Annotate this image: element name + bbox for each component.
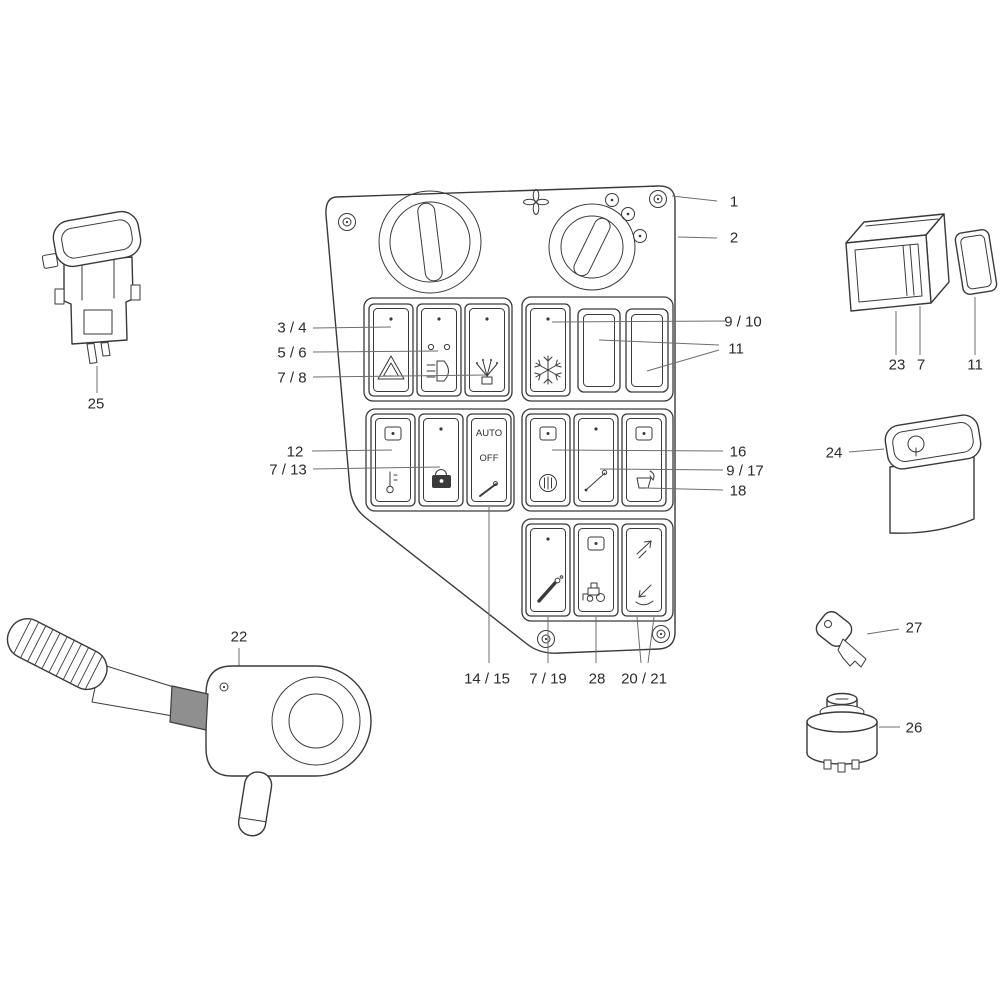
leader-line — [671, 195, 718, 202]
leader-line — [647, 616, 655, 664]
part-keyed-switch — [884, 414, 982, 534]
blank-switch-cover — [625, 308, 669, 393]
callout-label-5-6: 5 / 6 — [277, 344, 307, 362]
callout-label-7-19: 7 / 19 — [529, 670, 567, 688]
column-stub — [237, 771, 273, 837]
part-key — [815, 611, 867, 668]
lower-arrow-icon — [635, 584, 654, 606]
stalk-grip — [6, 618, 108, 691]
callout-label-7-13: 7 / 13 — [269, 461, 307, 479]
heater-icon — [539, 474, 557, 492]
leader-line — [636, 616, 642, 664]
terminal-pin — [823, 759, 832, 770]
callout-label-28: 28 — [588, 670, 606, 688]
callout-label-7-8: 7 / 8 — [277, 369, 307, 387]
callout-label-25: 25 — [87, 395, 105, 413]
rocker-switch-worklight — [465, 304, 509, 396]
leader-line — [677, 236, 718, 239]
callout-label-1: 1 — [729, 193, 739, 211]
rotary-knob-right — [548, 203, 636, 291]
raise-arrow-icon — [636, 540, 652, 559]
headlight-icon — [426, 343, 451, 382]
callout-label-24: 24 — [825, 444, 843, 462]
callout-label-22: 22 — [230, 628, 248, 646]
leader-line — [866, 628, 900, 635]
callout-label-20-21: 20 / 21 — [621, 670, 667, 688]
rocker-switch-lock — [419, 414, 463, 506]
rubber-boot — [169, 685, 209, 731]
rocker-switch-hazard — [369, 304, 413, 396]
callout-label-23: 23 — [888, 356, 906, 374]
window-icon — [384, 426, 402, 441]
rocker-switch-tilt — [621, 413, 667, 507]
rocker-switch-glow — [526, 524, 570, 616]
leader-line — [645, 487, 724, 491]
leader-lines — [96, 195, 976, 728]
callout-label-12: 12 — [286, 443, 304, 461]
callout-label-11r: 11 — [967, 356, 983, 374]
terminal-pin — [100, 342, 111, 357]
knob-setting-icons — [605, 193, 647, 243]
terminal-pin — [851, 759, 860, 770]
switch-block-bottom-right — [521, 518, 674, 622]
window-icon — [539, 426, 557, 441]
callout-label-16: 16 — [729, 443, 747, 461]
part-blank-plate — [954, 229, 998, 295]
tractor-icon — [582, 582, 605, 602]
leader-line — [646, 349, 720, 372]
switch-text-off: OFF — [480, 453, 499, 464]
glow-plug-icon — [537, 575, 564, 603]
leader-line — [551, 320, 726, 323]
window-icon — [635, 426, 653, 441]
rocker-switch-heater — [525, 413, 571, 507]
blank-switch-cover — [577, 308, 621, 393]
leader-line — [312, 350, 439, 353]
leader-line — [848, 448, 885, 453]
leader-line — [311, 449, 393, 452]
leader-line — [312, 326, 392, 329]
switch-block-middle-right — [521, 408, 674, 512]
lock-icon — [432, 469, 451, 488]
rotary-knob-left — [378, 190, 482, 294]
rocker-switch-tractor — [573, 523, 619, 617]
switch-block-middle-left: AUTO OFF — [365, 408, 515, 512]
switch-text-auto: AUTO — [476, 428, 502, 439]
part-housing-bezel — [845, 213, 950, 312]
leader-line — [598, 339, 720, 346]
callout-label-3-4: 3 / 4 — [277, 319, 307, 337]
socket-cap — [41, 210, 142, 269]
part-stalk-lever — [6, 618, 372, 837]
callout-label-18: 18 — [729, 482, 747, 500]
callout-label-2: 2 — [729, 229, 739, 247]
thermometer-icon — [386, 471, 398, 494]
callout-label-11: 11 — [728, 340, 744, 358]
control-panel: AUTO OFF — [325, 185, 676, 654]
terminal-pin — [86, 343, 98, 364]
leader-line — [312, 466, 441, 470]
switch-block-top-right — [521, 296, 674, 402]
rocker-switch-raise-lower — [621, 523, 667, 617]
leader-line — [312, 374, 487, 378]
rocker-switch-lights — [417, 304, 461, 396]
leader-line — [551, 449, 724, 452]
callout-label-27: 27 — [905, 619, 923, 637]
window-icon — [587, 536, 605, 551]
leader-line — [599, 468, 724, 471]
callout-label-7r: 7 — [916, 356, 926, 374]
callout-label-9-10: 9 / 10 — [724, 313, 762, 331]
lever-icon — [584, 469, 608, 492]
wiper-oil-icon — [479, 481, 498, 497]
callout-label-14-15: 14 / 15 — [464, 670, 510, 688]
fan-icon — [523, 189, 549, 215]
terminal-pin — [837, 762, 846, 773]
callout-label-26: 26 — [905, 719, 923, 737]
switch-block-top-left — [363, 297, 513, 402]
rocker-switch-lever — [574, 414, 618, 506]
callout-label-9-17: 9 / 17 — [726, 462, 764, 480]
part-ignition-switch — [806, 692, 878, 773]
rocker-switch-temp — [370, 413, 416, 507]
part-power-socket — [41, 210, 142, 364]
beacon-spray-icon — [476, 359, 498, 385]
